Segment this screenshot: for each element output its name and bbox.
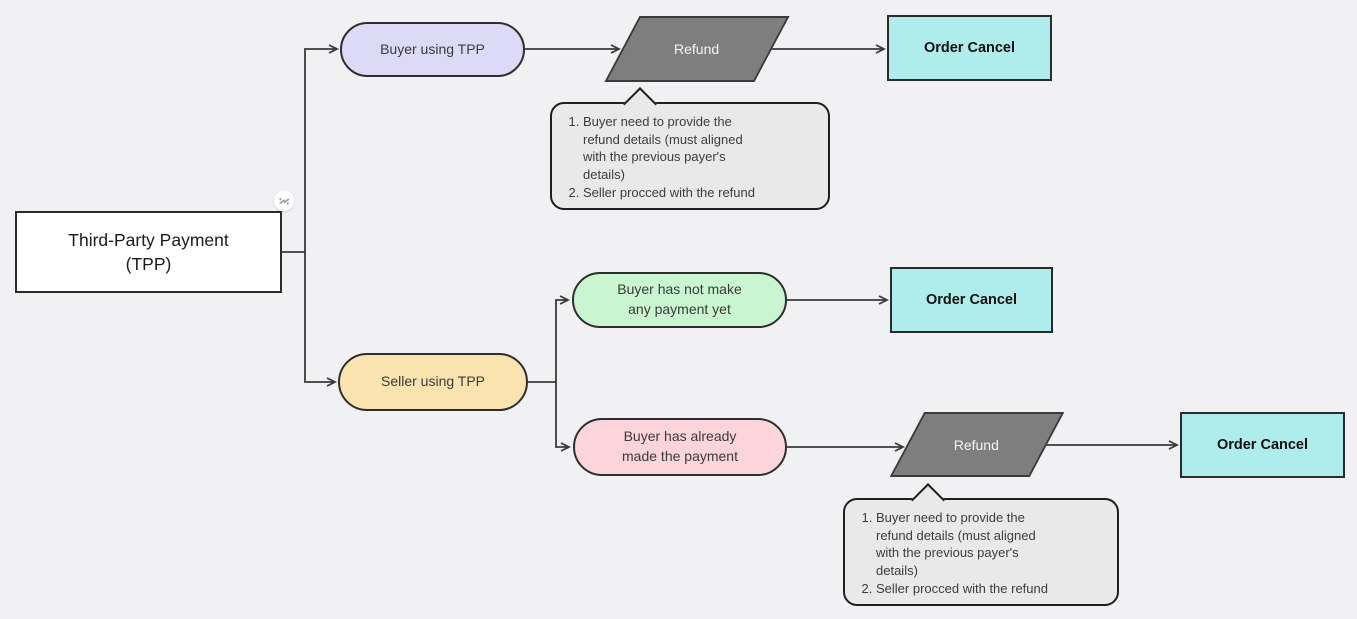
connector-seller-to-paid — [555, 382, 572, 452]
node-payment-made[interactable]: Buyer has already made the payment — [573, 418, 787, 476]
node-label: Order Cancel — [925, 292, 1018, 308]
node-order-cancel-1[interactable]: Order Cancel — [887, 15, 1052, 81]
note-item: Seller procced with the refund — [876, 580, 1107, 598]
node-order-cancel-3[interactable]: Order Cancel — [1180, 412, 1345, 478]
connector-root-to-buyer — [304, 44, 340, 252]
node-seller-using-tpp[interactable]: Seller using TPP — [338, 353, 528, 411]
note-refund-steps-2[interactable]: Buyer need to provide the refund details… — [843, 498, 1119, 607]
note-list: Buyer need to provide the refund details… — [851, 509, 1107, 597]
note-item: Seller procced with the refund — [583, 184, 818, 202]
node-buyer-using-tpp[interactable]: Buyer using TPP — [340, 22, 525, 77]
node-label: Buyer has not make any payment yet — [617, 281, 742, 317]
node-label: Buyer has already made the payment — [622, 428, 738, 464]
node-label: Refund — [674, 41, 720, 57]
node-no-payment-yet[interactable]: Buyer has not make any payment yet — [572, 272, 787, 328]
node-label: Order Cancel — [923, 40, 1016, 56]
node-label: Refund — [954, 436, 1000, 453]
connector-root-to-seller — [304, 252, 338, 387]
node-order-cancel-2[interactable]: Order Cancel — [890, 267, 1053, 333]
shuffle-icon — [279, 198, 290, 205]
note-item: Buyer need to provide the refund details… — [876, 509, 1107, 580]
node-action-badge[interactable] — [274, 191, 294, 211]
node-label: Third-Party Payment (TPP) — [68, 229, 229, 275]
note-list: Buyer need to provide the refund details… — [558, 113, 818, 201]
connector-seller-to-nopayment — [555, 295, 571, 382]
node-label: Order Cancel — [1216, 437, 1309, 453]
node-label: Buyer using TPP — [380, 40, 485, 57]
node-third-party-payment[interactable]: Third-Party Payment (TPP) — [15, 211, 282, 293]
node-label: Seller using TPP — [380, 373, 485, 390]
note-item: Buyer need to provide the refund details… — [583, 113, 818, 184]
note-refund-steps-1[interactable]: Buyer need to provide the refund details… — [550, 102, 830, 211]
